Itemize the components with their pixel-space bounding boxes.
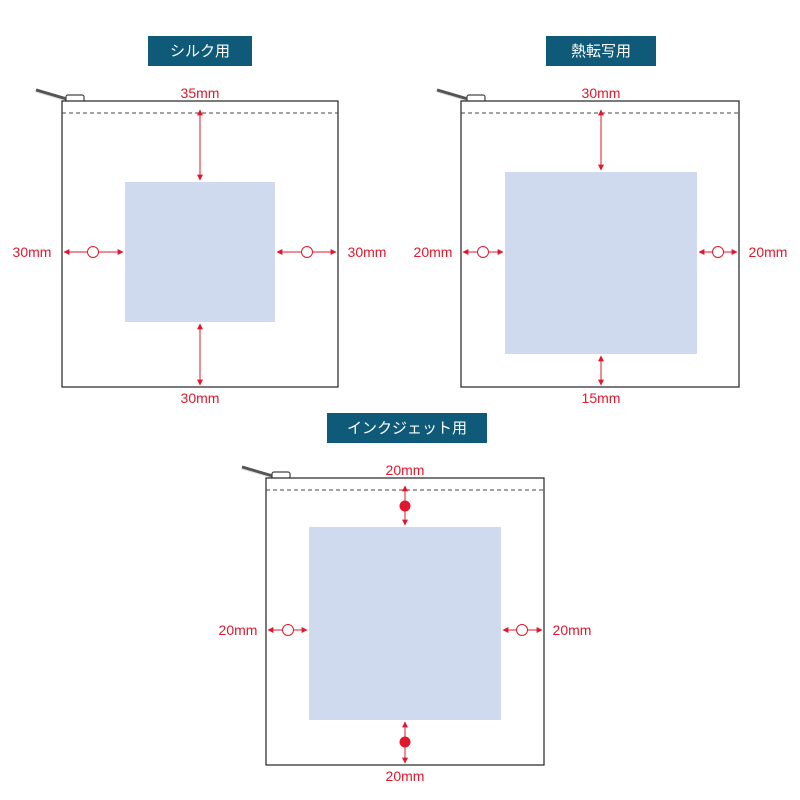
left-dimension-label: 20mm	[414, 244, 453, 260]
left-marker-circle	[477, 246, 489, 258]
right-dimension-label: 20mm	[553, 622, 592, 638]
heat-transfer-label: 熱転写用	[546, 36, 656, 66]
print-area	[505, 172, 697, 354]
left-dimension-label: 30mm	[13, 244, 52, 260]
top-dimension-label: 20mm	[386, 462, 425, 478]
heat-transfer-panel: 30mm 15mm 20mm 20mm	[414, 85, 788, 406]
inkjet-label: インクジェット用	[327, 413, 487, 443]
bottom-marker-dot	[399, 736, 411, 748]
top-marker-dot	[399, 500, 411, 512]
right-dimension-label: 20mm	[749, 244, 788, 260]
right-dimension-label: 30mm	[348, 244, 387, 260]
right-marker-circle	[301, 246, 313, 258]
right-marker-circle	[712, 246, 724, 258]
print-area	[125, 182, 275, 322]
silk-panel: 35mm 30mm 30mm 30mm	[13, 85, 387, 406]
print-area	[309, 527, 501, 720]
inkjet-panel: 20mm 20mm 20mm 20mm	[219, 462, 592, 784]
bottom-dimension-label: 30mm	[181, 390, 220, 406]
left-marker-circle	[282, 624, 294, 636]
right-marker-circle	[516, 624, 528, 636]
bottom-dimension-label: 15mm	[582, 390, 621, 406]
silk-label: シルク用	[148, 36, 252, 66]
left-marker-circle	[87, 246, 99, 258]
top-dimension-label: 35mm	[181, 85, 220, 101]
left-dimension-label: 20mm	[219, 622, 258, 638]
bottom-dimension-label: 20mm	[386, 768, 425, 784]
top-dimension-label: 30mm	[582, 85, 621, 101]
